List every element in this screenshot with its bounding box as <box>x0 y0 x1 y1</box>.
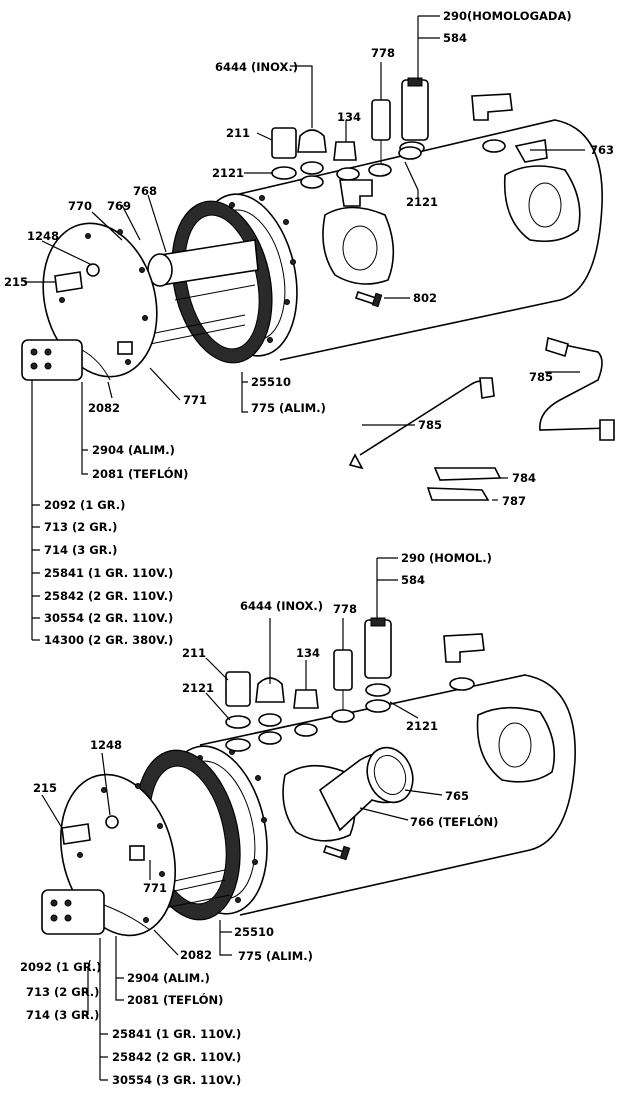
bottom-label-2904: 2904 (ALIM.) <box>127 971 210 985</box>
bottom-label-713: 713 (2 GR.) <box>26 985 99 999</box>
top-label-215: 215 <box>4 275 28 289</box>
top-label-785-b: 785 <box>529 370 553 384</box>
bottom-element-list-1: 25841 (1 GR. 110V.) <box>112 1027 241 1041</box>
top-label-584: 584 <box>443 31 467 45</box>
top-front-plate <box>21 222 158 381</box>
bottom-label-211: 211 <box>182 646 206 660</box>
top-leader-lines <box>24 15 585 641</box>
top-label-802: 802 <box>413 291 437 305</box>
top-label-25510: 25510 <box>251 375 291 389</box>
top-label-2081: 2081 (TEFLÓN) <box>92 466 188 481</box>
top-label-211: 211 <box>226 126 250 140</box>
bottom-label-6444: 6444 (INOX.) <box>240 599 323 613</box>
top-label-2121-right: 2121 <box>406 195 438 209</box>
bottom-label-584: 584 <box>401 573 425 587</box>
top-element-list-5: 25842 (2 GR. 110V.) <box>44 589 173 603</box>
bottom-label-775: 775 (ALIM.) <box>238 949 313 963</box>
top-label-6444: 6444 (INOX.) <box>215 60 298 74</box>
top-element-list-2: 713 (2 GR.) <box>44 520 117 534</box>
bottom-label-25510: 25510 <box>234 925 274 939</box>
bottom-label-778: 778 <box>333 602 357 616</box>
top-element-list-1: 2092 (1 GR.) <box>44 498 125 512</box>
top-label-2082: 2082 <box>88 401 120 415</box>
bottom-label-766: 766 (TEFLÓN) <box>410 814 498 829</box>
top-assembly: 290(HOMOLOGADA) 584 6444 (INOX.) 778 134… <box>4 9 615 647</box>
bottom-front-plate <box>41 773 177 937</box>
top-label-775: 775 (ALIM.) <box>251 401 326 415</box>
bottom-label-290: 290 (HOMOL.) <box>401 551 492 565</box>
top-label-763: 763 <box>590 143 614 157</box>
top-label-778: 778 <box>371 46 395 60</box>
bottom-leader-lines <box>41 557 443 1081</box>
bottom-fittings <box>225 617 485 752</box>
top-label-2121-left: 2121 <box>212 166 244 180</box>
bottom-label-2081: 2081 (TEFLÓN) <box>127 992 223 1007</box>
top-label-785-a: 785 <box>418 418 442 432</box>
top-label-787: 787 <box>502 494 526 508</box>
bottom-label-771: 771 <box>143 881 167 895</box>
top-label-134: 134 <box>337 110 361 124</box>
top-label-290: 290(HOMOLOGADA) <box>443 9 572 23</box>
bottom-element-list-3: 30554 (3 GR. 110V.) <box>112 1073 241 1087</box>
bottom-assembly: 290 (HOMOL.) 584 6444 (INOX.) 778 134 21… <box>20 551 576 1087</box>
bottom-label-215: 215 <box>33 781 57 795</box>
top-label-784: 784 <box>512 471 536 485</box>
top-label-1248: 1248 <box>27 229 59 243</box>
bottom-label-2121-left: 2121 <box>182 681 214 695</box>
bottom-label-1248: 1248 <box>90 738 122 752</box>
bottom-element-list-2: 25842 (2 GR. 110V.) <box>112 1050 241 1064</box>
top-label-770: 770 <box>68 199 92 213</box>
top-fittings <box>271 77 548 207</box>
top-element-list-3: 714 (3 GR.) <box>44 543 117 557</box>
top-pipes-785 <box>348 336 615 501</box>
top-label-768: 768 <box>133 184 157 198</box>
top-label-2904: 2904 (ALIM.) <box>92 443 175 457</box>
bottom-label-2121-right: 2121 <box>406 719 438 733</box>
top-element-list-4: 25841 (1 GR. 110V.) <box>44 566 173 580</box>
top-label-769: 769 <box>107 199 131 213</box>
bottom-part-labels: 290 (HOMOL.) 584 6444 (INOX.) 778 134 21… <box>20 551 498 1087</box>
bottom-label-765: 765 <box>445 789 469 803</box>
bottom-label-714: 714 (3 GR.) <box>26 1008 99 1022</box>
top-element-list-7: 14300 (2 GR. 380V.) <box>44 633 173 647</box>
bottom-label-2082: 2082 <box>180 948 212 962</box>
bottom-label-134: 134 <box>296 646 320 660</box>
bottom-label-2092: 2092 (1 GR.) <box>20 960 101 974</box>
top-element-list-6: 30554 (2 GR. 110V.) <box>44 611 173 625</box>
top-label-771: 771 <box>183 393 207 407</box>
top-part-labels: 290(HOMOLOGADA) 584 6444 (INOX.) 778 134… <box>4 9 614 647</box>
